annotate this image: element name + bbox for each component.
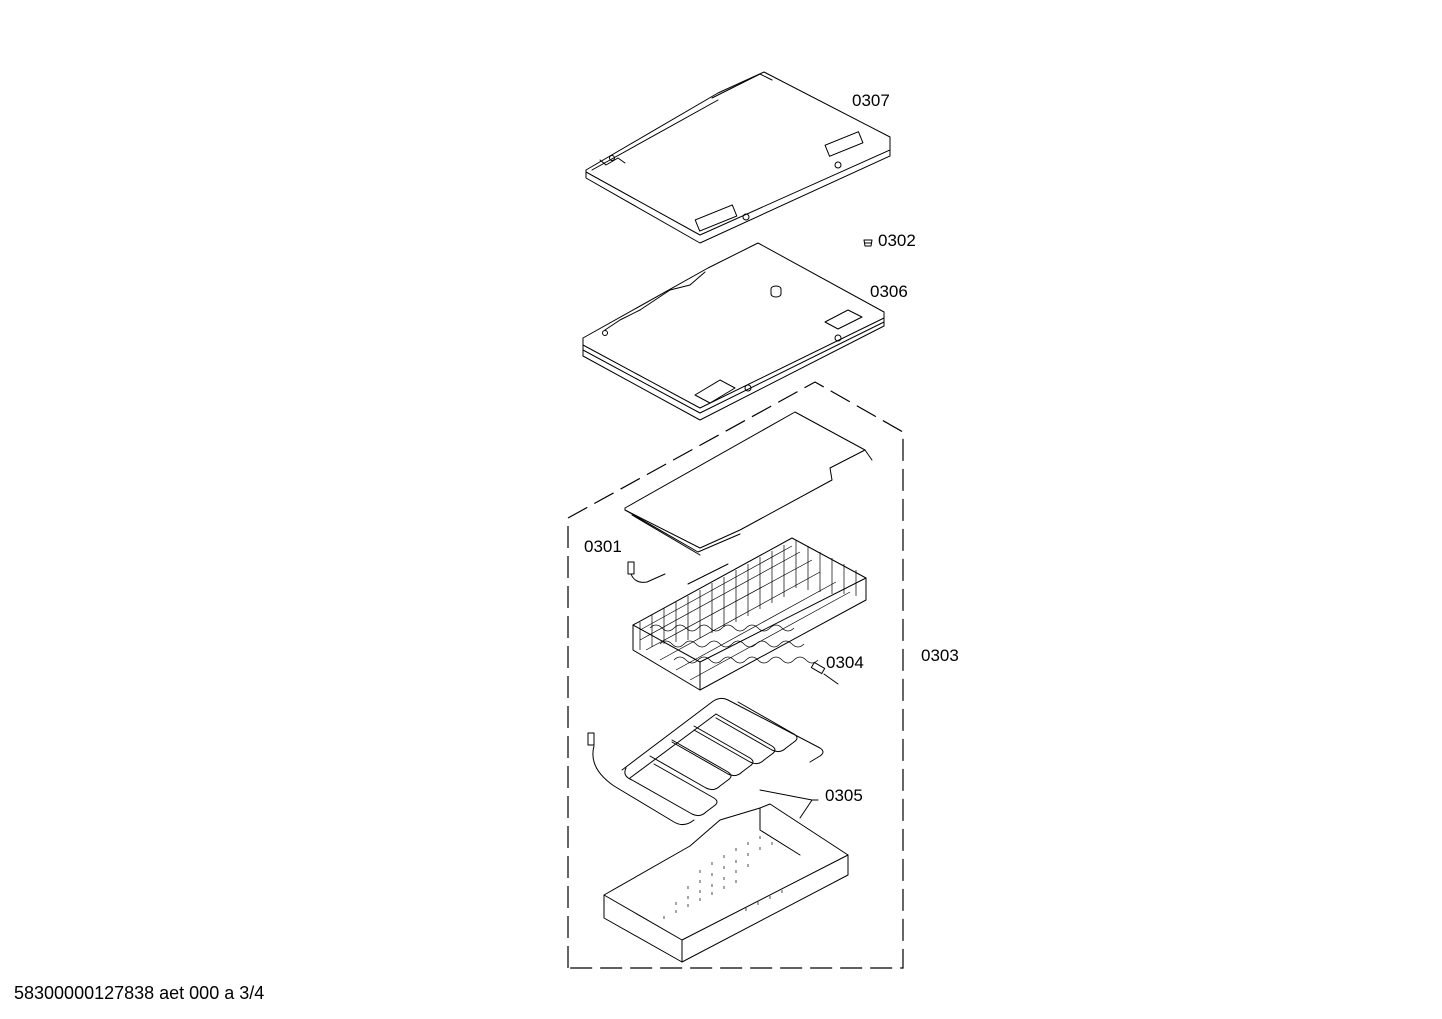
part-0302-plug[interactable] <box>863 239 873 247</box>
leader-line-0305 <box>759 789 819 819</box>
part-0306-insulation-tray[interactable] <box>582 242 885 421</box>
part-label-0303[interactable]: 0303 <box>921 646 959 665</box>
part-0301-sensor[interactable] <box>627 561 729 585</box>
evaporator-top-sheet <box>624 411 873 556</box>
part-label-0301[interactable]: 0301 <box>584 537 622 556</box>
part-label-0304[interactable]: 0304 <box>826 653 864 672</box>
part-0303-assembly-outline[interactable] <box>567 381 904 969</box>
part-label-0302[interactable]: 0302 <box>878 231 916 250</box>
part-0305-defrost-heater[interactable] <box>587 697 824 826</box>
part-0304-pin[interactable] <box>810 661 839 685</box>
part-0305-drip-tray[interactable] <box>603 803 849 963</box>
evaporator-coil <box>632 537 867 691</box>
part-label-0306[interactable]: 0306 <box>870 282 908 301</box>
part-label-0305[interactable]: 0305 <box>825 786 863 805</box>
part-0307-cover-plate[interactable] <box>585 71 891 244</box>
drawing-reference-footer: 58300000127838 aet 000 a 3/4 <box>14 983 265 1003</box>
part-label-0307[interactable]: 0307 <box>852 91 890 110</box>
